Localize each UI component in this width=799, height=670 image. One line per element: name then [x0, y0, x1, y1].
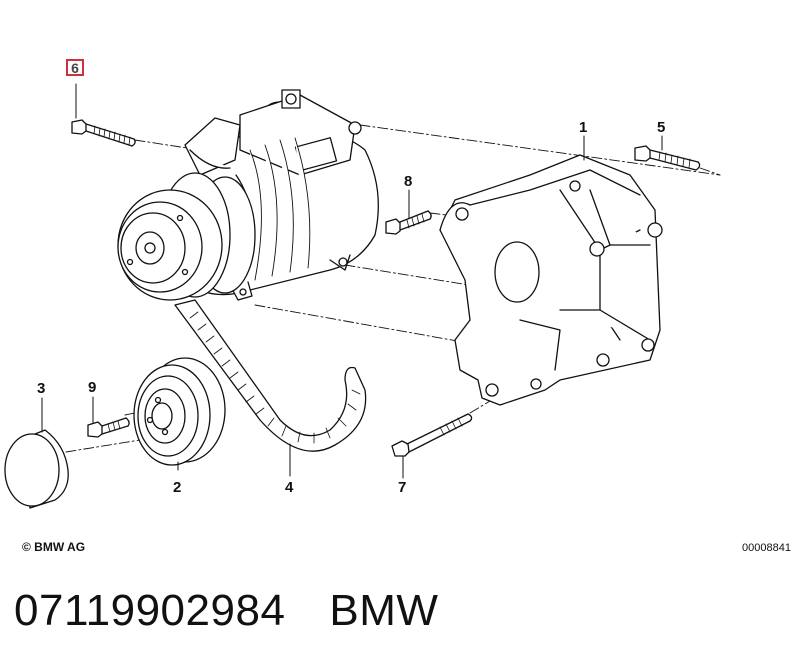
- bolt-part-5: [634, 145, 701, 171]
- bolt-part-8: [385, 210, 432, 235]
- bolt-part-7: [391, 413, 473, 457]
- leader-lines: [41, 83, 663, 479]
- callout-4[interactable]: 4: [285, 479, 294, 496]
- bolt-part-6: [71, 119, 136, 147]
- callout-6-highlighted[interactable]: 6: [66, 59, 84, 76]
- part-number-line: 07119902984 BMW: [14, 586, 438, 636]
- tensioner-pulley-part-2: [133, 357, 226, 466]
- ac-compressor: [117, 89, 379, 301]
- callouts: 1 2 3 4 5 7 8 9: [37, 119, 665, 496]
- cap-part-3: [4, 429, 69, 509]
- brand-name: BMW: [329, 586, 439, 635]
- copyright-text: © BMW AG: [22, 540, 86, 554]
- callout-9[interactable]: 9: [88, 379, 96, 396]
- part-number: 07119902984: [14, 586, 286, 635]
- callout-8[interactable]: 8: [404, 173, 412, 190]
- parts-exploded-diagram: 1 2 3 4 5 7 8 9: [4, 83, 721, 509]
- diagram-reference-code: 00008841: [742, 542, 791, 554]
- bolt-part-9: [87, 417, 130, 438]
- callout-2[interactable]: 2: [173, 479, 181, 496]
- callout-7[interactable]: 7: [398, 479, 406, 496]
- callout-5[interactable]: 5: [657, 119, 665, 136]
- mounting-bracket-part-1: [439, 154, 663, 406]
- drive-belt-part-4: [174, 299, 367, 452]
- callout-1[interactable]: 1: [579, 119, 587, 136]
- callout-3[interactable]: 3: [37, 380, 45, 397]
